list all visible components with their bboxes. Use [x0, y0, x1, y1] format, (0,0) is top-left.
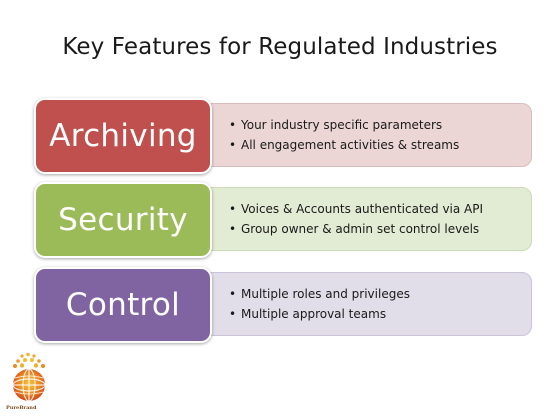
logo-wordmark: PureBrand — [6, 405, 37, 411]
globe-logo-icon — [12, 352, 46, 402]
bullet-list: Voices & Accounts authenticated via API … — [229, 199, 531, 239]
feature-row-archiving: Your industry specific parameters All en… — [34, 98, 534, 174]
bullet-item: Multiple approval teams — [229, 304, 531, 324]
bullet-item: Voices & Accounts authenticated via API — [229, 199, 531, 219]
feature-details-archiving: Your industry specific parameters All en… — [184, 103, 532, 167]
feature-row-security: Voices & Accounts authenticated via API … — [34, 182, 534, 258]
feature-details-security: Voices & Accounts authenticated via API … — [184, 187, 532, 251]
company-logo: PureBrand — [6, 352, 54, 416]
feature-row-control: Multiple roles and privileges Multiple a… — [34, 267, 534, 343]
bullet-item: Your industry specific parameters — [229, 115, 531, 135]
feature-details-control: Multiple roles and privileges Multiple a… — [184, 272, 532, 336]
bullet-item: Multiple roles and privileges — [229, 284, 531, 304]
feature-label-box-control: Control — [34, 267, 212, 343]
feature-label-box-security: Security — [34, 182, 212, 258]
slide-title: Key Features for Regulated Industries — [62, 34, 498, 60]
bullet-list: Multiple roles and privileges Multiple a… — [229, 284, 531, 324]
feature-label: Security — [58, 202, 188, 238]
feature-label: Control — [65, 287, 181, 323]
bullet-item: Group owner & admin set control levels — [229, 219, 531, 239]
feature-label: Archiving — [49, 118, 197, 154]
bullet-list: Your industry specific parameters All en… — [229, 115, 531, 155]
feature-label-box-archiving: Archiving — [34, 98, 212, 174]
bullet-item: All engagement activities & streams — [229, 135, 531, 155]
